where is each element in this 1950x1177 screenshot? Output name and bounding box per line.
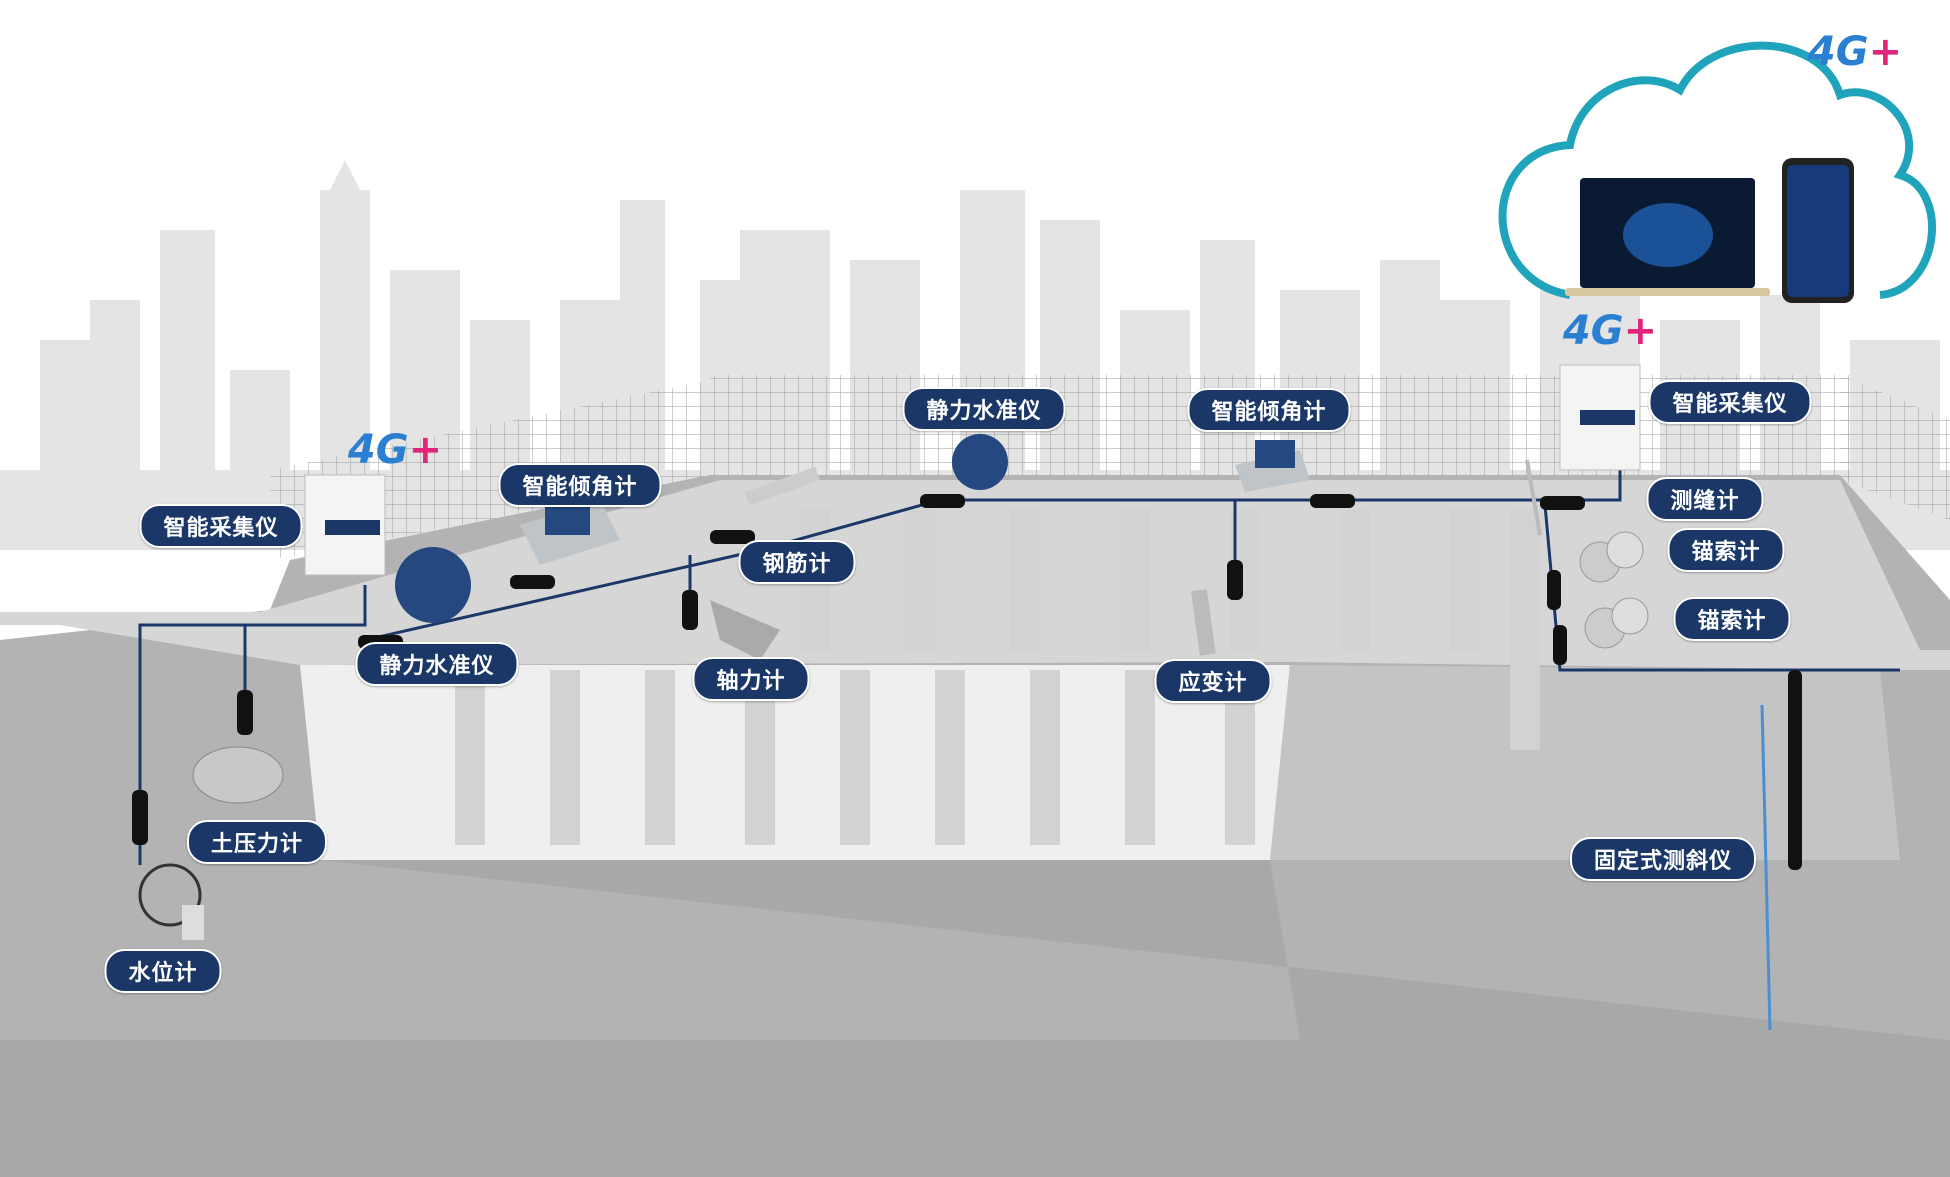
static-level-mid: [952, 434, 1008, 490]
4g-icon-left: 4G+: [347, 427, 443, 473]
4g-icon-cloud: 4G+: [1807, 29, 1903, 75]
axial-meter: [710, 600, 780, 660]
label-inclinometer: 固定式测斜仪: [1569, 837, 1757, 881]
inclinometer-probe: [1760, 704, 1772, 1031]
pit-wall-right: [1270, 665, 1900, 860]
earth-pressure-cell: [192, 746, 284, 804]
label-axial-meter: 轴力计: [692, 657, 810, 701]
label-crack-meter: 测缝计: [1646, 477, 1764, 521]
label-strain-meter: 应变计: [1154, 659, 1272, 703]
cable-connectors: [132, 494, 1802, 870]
label-water-level: 水位计: [104, 949, 222, 993]
label-rebar-meter: 钢筋计: [738, 540, 856, 584]
label-static-level-mid: 静力水准仪: [902, 387, 1066, 431]
label-static-level-left: 静力水准仪: [355, 642, 519, 686]
devices: [138, 364, 1772, 1031]
rebar-meter: [744, 466, 820, 506]
label-collector-right: 智能采集仪: [1648, 380, 1812, 424]
label-tilt-left: 智能倾角计: [498, 463, 662, 507]
4g-icon-right: 4G+: [1562, 308, 1658, 354]
water-level-coil: [138, 863, 202, 927]
phone: [1782, 158, 1854, 303]
label-anchor-meter-2: 锚索计: [1673, 597, 1791, 641]
laptop: [1565, 178, 1770, 296]
label-anchor-meter-1: 锚索计: [1667, 528, 1785, 572]
strain-meter: [1190, 589, 1216, 656]
label-tilt-mid: 智能倾角计: [1187, 388, 1351, 432]
label-earth-pressure: 土压力计: [186, 820, 328, 864]
static-level-left: [395, 547, 471, 623]
label-collector-left: 智能采集仪: [139, 504, 303, 548]
pit-floor: [0, 860, 1950, 1177]
